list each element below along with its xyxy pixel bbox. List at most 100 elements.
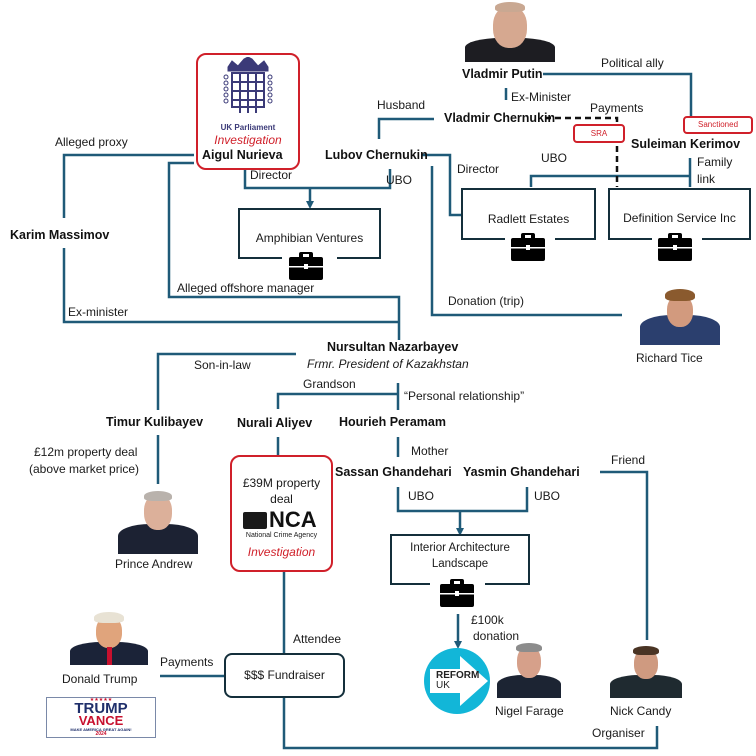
label-ubo-lubov: UBO [386, 173, 413, 187]
label-personal-rel: “Personal relationship” [404, 389, 525, 403]
node-massimov[interactable]: Karim Massimov [10, 228, 110, 242]
label-husband: Husband [377, 98, 426, 112]
event-fundraiser[interactable] [224, 653, 345, 698]
node-tice[interactable]: Richard Tice [636, 351, 703, 365]
edge-friend [600, 470, 649, 640]
trump-vance-year: 2024 [95, 731, 107, 737]
uk-parliament-label: UK Parliament [220, 123, 276, 132]
node-yasmin[interactable]: Yasmin Ghandehari [463, 465, 580, 479]
nca-full-name: National Crime Agency [245, 532, 318, 539]
label-family-link-1: Family [697, 155, 733, 169]
node-sassan[interactable]: Sassan Ghandehari [335, 465, 452, 479]
company-interior-label-2: Landscape [431, 558, 489, 570]
node-farage[interactable]: Nigel Farage [495, 704, 564, 718]
edge-payments-dashed [545, 116, 619, 187]
label-property-12m-1: £12m property deal [34, 445, 138, 459]
event-fundraiser-label: $$$ Fundraiser [244, 668, 325, 682]
company-radlett-label: Radlett Estates [487, 212, 570, 226]
node-vladmir-chernukin[interactable]: Vladmir Chernukin [444, 111, 556, 125]
prince-andrew-photo [118, 488, 198, 554]
node-lubov-chernukin[interactable]: Lubov Chernukin [325, 148, 428, 162]
label-donation-100k-1: £100k [471, 613, 504, 627]
edge-husband [377, 117, 434, 139]
reform-logo-text-1: REFORM [436, 670, 480, 681]
trump-vance-text-2: VANCE [78, 713, 124, 728]
trump-vance-slogan: MAKE AMERICA GREAT AGAIN! [70, 727, 132, 732]
trump-photo [70, 610, 148, 665]
company-interior-label-1: Interior Architecture [410, 542, 510, 554]
label-property-39m-1: £39M property [242, 476, 321, 490]
tice-photo [640, 285, 720, 345]
label-donation-100k-2: donation [473, 629, 520, 643]
label-friend: Friend [611, 453, 646, 467]
farage-photo [497, 640, 561, 698]
portcullis-icon [223, 57, 273, 113]
label-director-lubov: Director [457, 162, 500, 176]
edge-massimov-down [62, 248, 398, 324]
briefcase-icon [658, 233, 692, 261]
label-property-12m-2: (above market price) [29, 462, 140, 476]
nca-investigation-label: Investigation [247, 545, 316, 559]
label-ex-minister-massimov: Ex-minister [68, 305, 129, 319]
label-director-nurieva: Director [250, 168, 293, 182]
label-family-link-2: link [697, 172, 716, 186]
label-organiser: Organiser [592, 726, 645, 740]
label-payments-trump: Payments [160, 655, 214, 669]
edge-alleged-proxy [62, 153, 194, 218]
edge-donation-trip [430, 166, 622, 317]
briefcase-icon [511, 233, 545, 261]
company-radlett-estates[interactable] [461, 188, 596, 240]
candy-photo [610, 643, 682, 698]
label-ex-minister: Ex-Minister [511, 90, 572, 104]
node-candy[interactable]: Nick Candy [610, 704, 672, 718]
label-ubo-kerimov: UBO [541, 151, 568, 165]
nazarbayev-title: Frmr. President of Kazakhstan [307, 357, 469, 371]
node-putin[interactable]: Vladmir Putin [462, 67, 543, 81]
label-mother: Mother [411, 444, 449, 458]
edge-kerimov-ubo [529, 174, 690, 187]
briefcase-icon [440, 579, 474, 607]
node-peramam[interactable]: Hourieh Peramam [339, 415, 446, 429]
edge-grandson [276, 392, 397, 409]
label-ubo-sassan: UBO [408, 489, 435, 503]
label-alleged-offshore: Alleged offshore manager [177, 281, 315, 295]
trump-vance-sign [46, 697, 156, 738]
sanctioned-badge: Sanctioned [683, 116, 753, 134]
node-aliyev[interactable]: Nurali Aliyev [237, 416, 313, 430]
company-interior-architecture[interactable] [390, 534, 530, 585]
edge-ubo-sassan [396, 487, 529, 513]
label-grandson: Grandson [303, 377, 356, 391]
node-kulibayev[interactable]: Timur Kulibayev [106, 415, 204, 429]
label-attendee: Attendee [293, 632, 342, 646]
nca-logo-text: NCA [269, 507, 317, 532]
putin-photo [465, 0, 555, 62]
label-son-in-law: Son-in-law [194, 358, 251, 372]
edge-organiser [282, 698, 659, 750]
label-ubo-yasmin: UBO [534, 489, 561, 503]
node-prince-andrew[interactable]: Prince Andrew [115, 557, 193, 571]
node-kerimov[interactable]: Suleiman Kerimov [631, 137, 741, 151]
company-amphibian-ventures[interactable] [238, 208, 381, 259]
trump-vance-text-1: TRUMP [74, 700, 128, 717]
briefcase-icon [289, 252, 323, 280]
label-donation-trip: Donation (trip) [448, 294, 525, 308]
label-alleged-proxy: Alleged proxy [55, 135, 128, 149]
edge-political-ally [543, 72, 693, 125]
edge-son-in-law [156, 352, 296, 410]
company-amphibian-label: Amphibian Ventures [255, 231, 364, 245]
label-political-ally: Political ally [601, 56, 664, 70]
edge-director-lubov [422, 153, 461, 217]
parliament-investigation-label: Investigation [214, 133, 282, 147]
reform-logo-text-2: UK [436, 680, 450, 691]
node-nazarbayev[interactable]: Nursultan Nazarbayev [327, 340, 459, 354]
edge-offshore-manager [167, 161, 401, 340]
edge-director-nurieva [243, 169, 392, 190]
reform-arrow-icon [430, 656, 488, 706]
node-nurieva[interactable]: Aigul Nurieva [202, 148, 283, 162]
crown-icon [243, 512, 267, 529]
company-definition-label: Definition Service Inc [623, 211, 736, 225]
sra-badge: SRA [573, 124, 625, 143]
node-trump[interactable]: Donald Trump [62, 672, 138, 686]
label-payments-top: Payments [590, 101, 644, 115]
